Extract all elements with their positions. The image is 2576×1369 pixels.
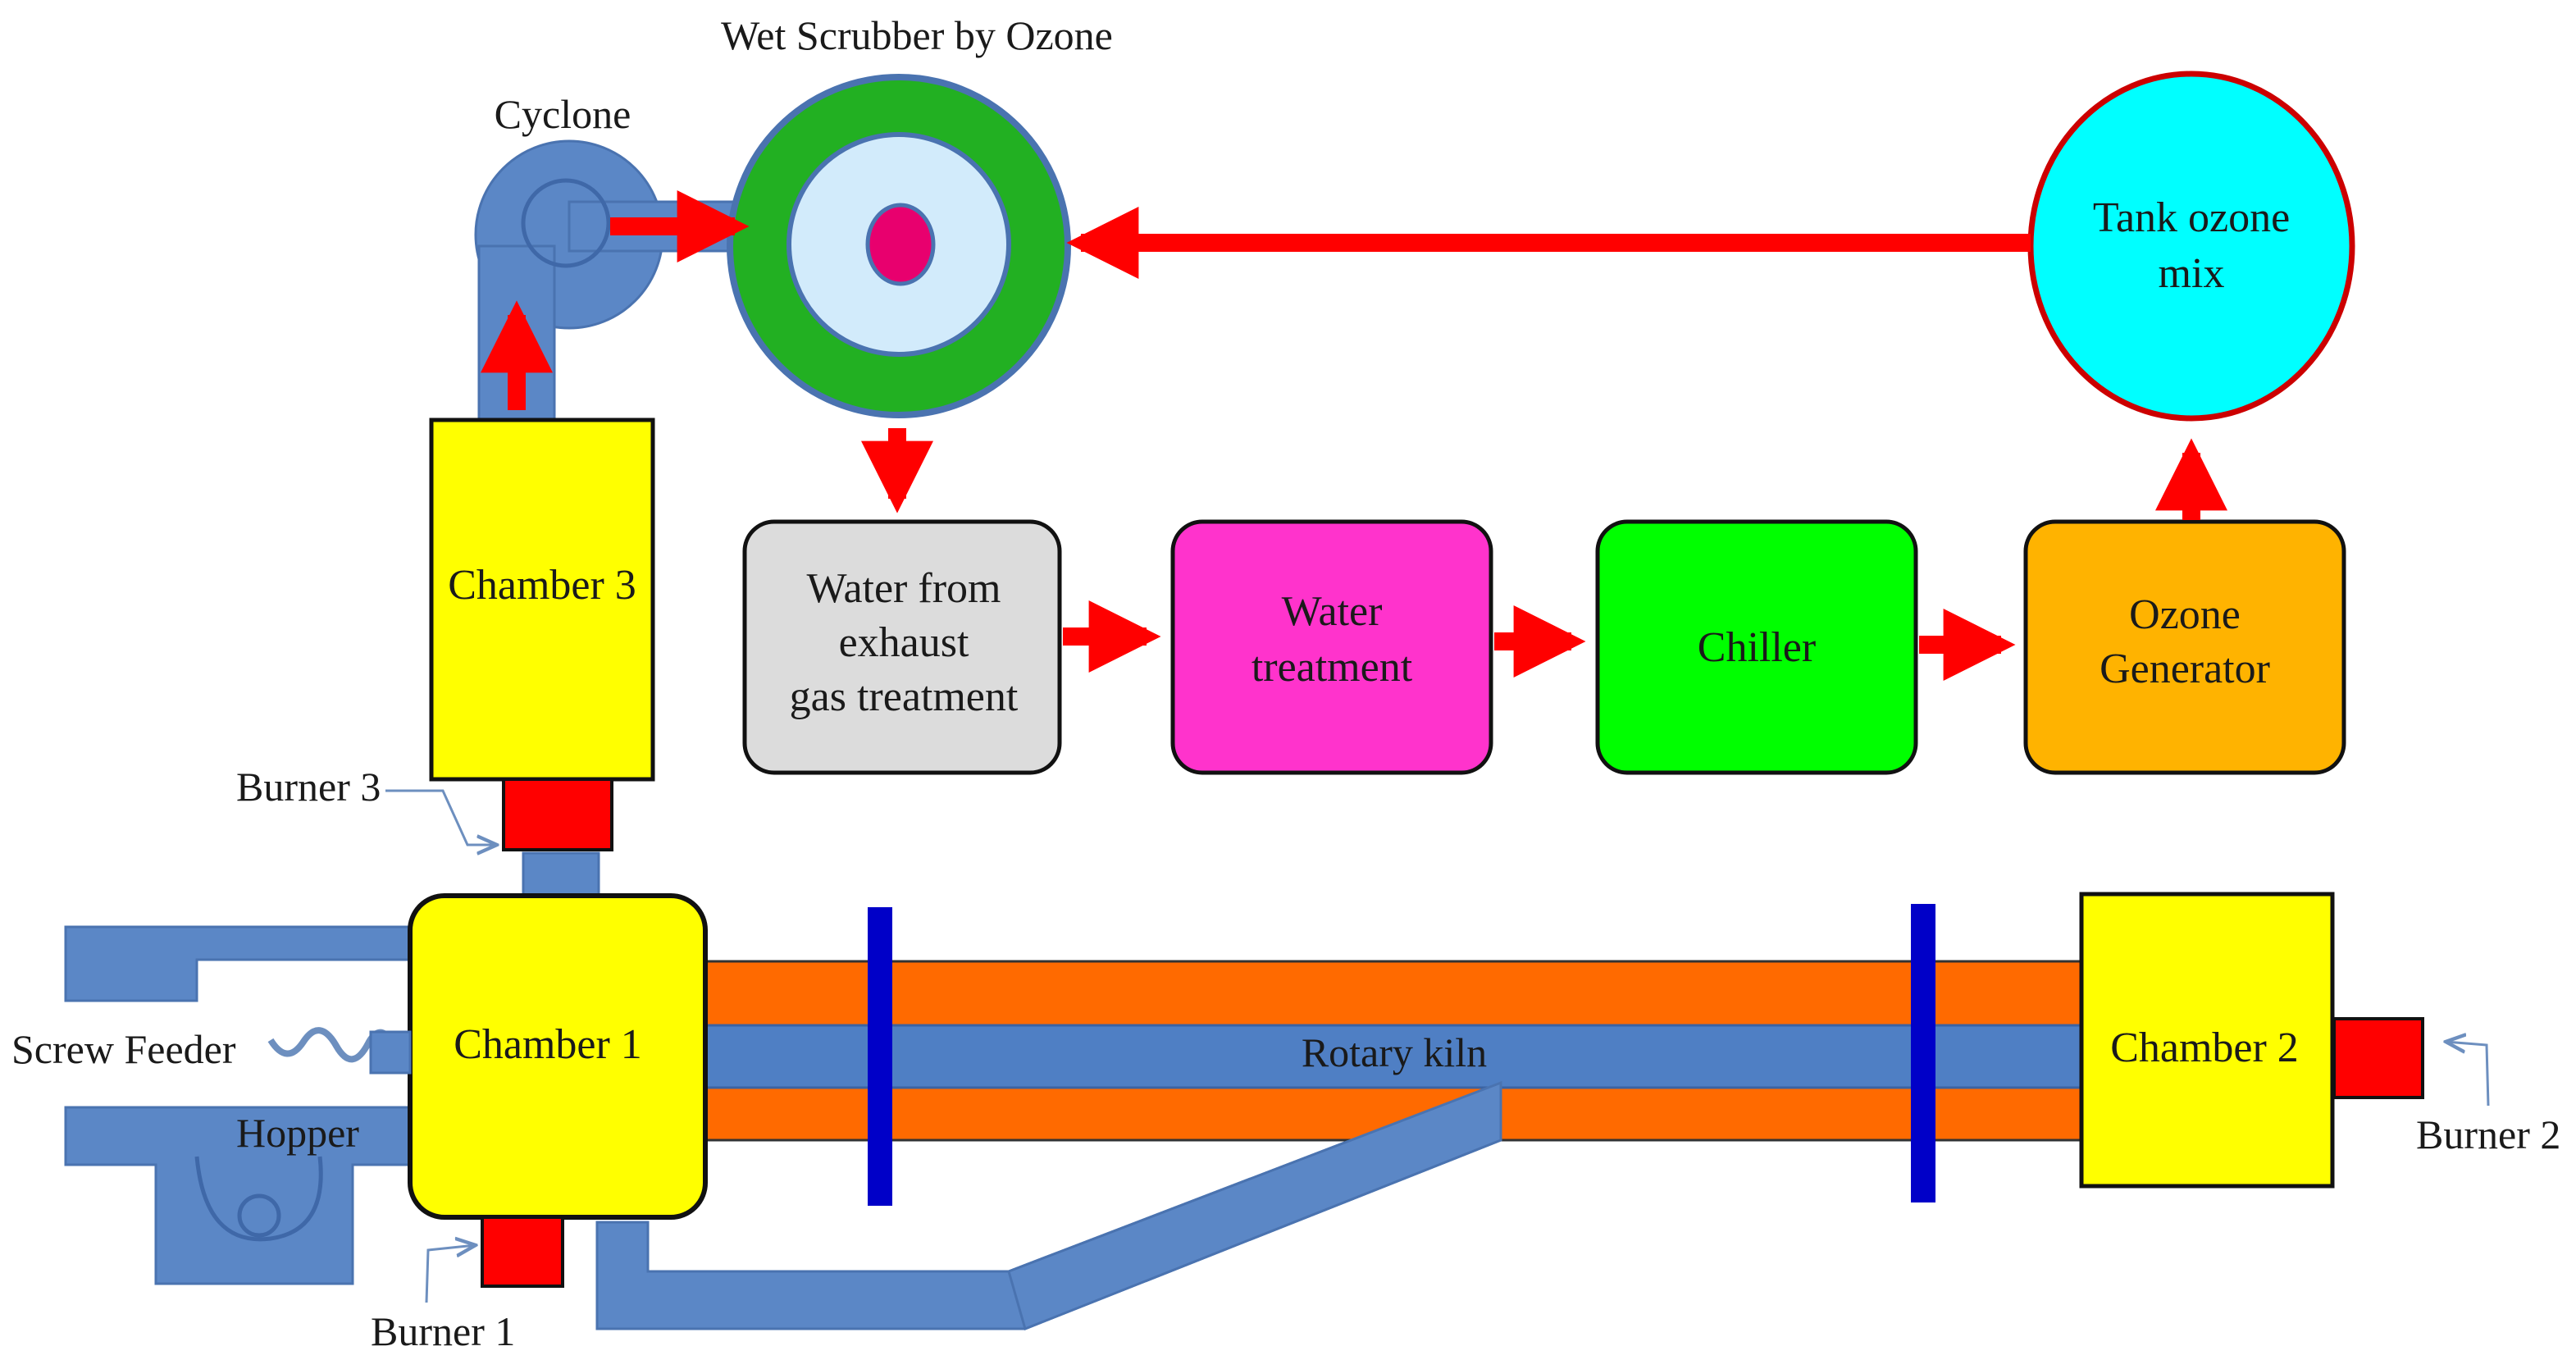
burner-2-callout <box>2446 1042 2490 1107</box>
water-from-exhaust-line1: Water from <box>807 565 1001 612</box>
burner-1-label: Burner 1 <box>371 1308 515 1354</box>
water-treatment-line1: Water <box>1282 588 1383 635</box>
chamber-1-label: Chamber 1 <box>454 1021 642 1068</box>
burner-1-callout <box>425 1245 476 1303</box>
feeder-duct-top <box>64 925 428 1002</box>
tank-ozone-mix <box>2027 71 2355 422</box>
rotary-kiln-label: Rotary kiln <box>1302 1029 1487 1075</box>
kiln-return-duct-front <box>1007 1080 1502 1331</box>
chamber-2 <box>2079 892 2335 1189</box>
scrubber-core <box>865 203 936 286</box>
hopper-wheel <box>237 1193 281 1238</box>
water-treatment-line2: treatment <box>1252 644 1413 691</box>
water-treatment-box <box>1170 519 1493 775</box>
burner-3-callout <box>385 789 497 845</box>
ozone-generator-line1: Ozone <box>2129 591 2241 638</box>
rotary-kiln: Rotary kiln <box>695 904 2085 1206</box>
burner-3-label: Burner 3 <box>236 764 381 810</box>
tank-ozone-mix-label-line2: mix <box>2159 250 2225 297</box>
cyclone-inner-ring <box>521 178 611 268</box>
hopper-bowl <box>194 1156 323 1242</box>
burner-1 <box>481 1216 564 1288</box>
kiln-support-band-left <box>868 907 892 1206</box>
screw-feeder-head <box>369 1030 412 1075</box>
ozone-generator-line2: Generator <box>2100 646 2270 692</box>
chamber-2-label: Chamber 2 <box>2110 1024 2299 1071</box>
chiller-label: Chiller <box>1698 624 1816 671</box>
screw-feeder-label: Screw Feeder <box>11 1026 236 1072</box>
wet-scrubber <box>727 74 1071 418</box>
chamber-3-label: Chamber 3 <box>448 562 636 609</box>
hopper-label: Hopper <box>236 1110 359 1156</box>
kiln-inner-tube <box>695 1024 2085 1089</box>
flow-arrows <box>481 190 2227 681</box>
tank-ozone-mix-label-line1: Tank ozone <box>2093 194 2290 241</box>
burner-2 <box>2332 1017 2424 1099</box>
water-from-exhaust-line2: exhaust <box>839 619 969 666</box>
water-from-exhaust-line3: gas treatment <box>790 673 1019 720</box>
wet-scrubber-label: Wet Scrubber by Ozone <box>721 12 1113 58</box>
chamber-3 <box>429 418 655 782</box>
water-from-exhaust-box <box>742 519 1062 775</box>
burner-2-label: Burner 2 <box>2416 1111 2560 1157</box>
kiln-support-band-right <box>1911 904 1935 1202</box>
cyclone-label: Cyclone <box>495 91 631 137</box>
burner-3 <box>502 778 613 851</box>
chiller-box <box>1595 519 1918 775</box>
ozone-generator-box <box>2023 519 2346 775</box>
chamber1-chamber3-link <box>522 851 600 901</box>
